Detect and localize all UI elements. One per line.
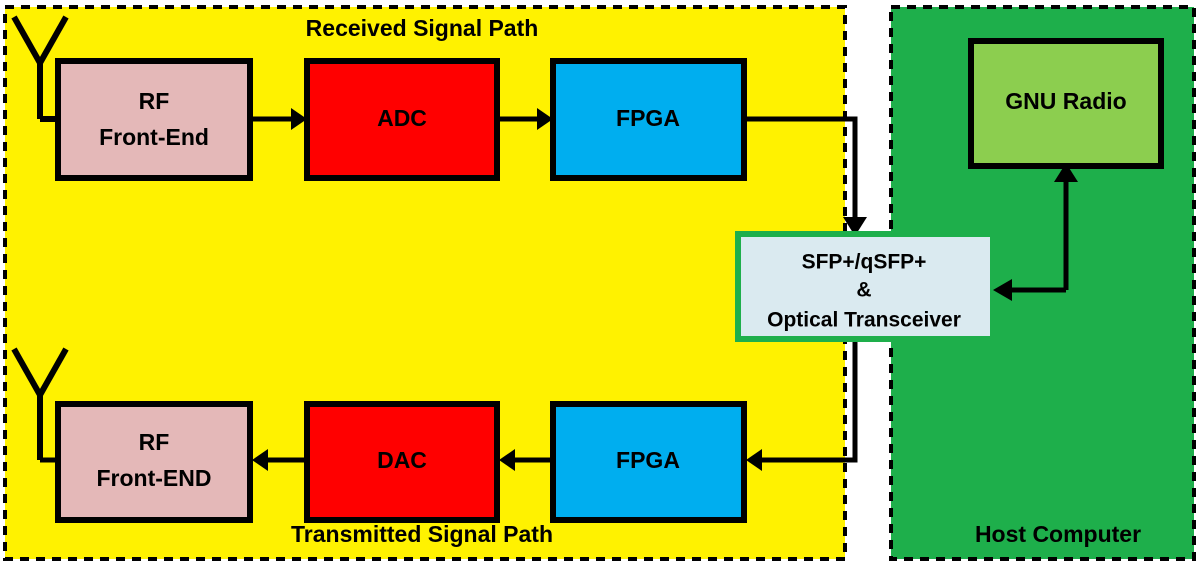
- block-rf-front-end-rx[interactable]: RF Front-End: [55, 58, 253, 181]
- block-fpga-rx[interactable]: FPGA: [550, 58, 747, 181]
- block-sfp-optical-transceiver[interactable]: SFP+/qSFP+ & Optical Transceiver: [735, 231, 996, 342]
- arrow-adc-to-fpga-rx: [497, 108, 553, 130]
- arrow-gnu-radio-to-sfp: [993, 279, 1066, 301]
- block-sfp-line1: SFP+/qSFP+: [802, 251, 927, 274]
- label-host-computer: Host Computer: [975, 521, 1141, 547]
- arrow-sfp-to-fpga-tx: [746, 338, 858, 471]
- arrow-fpga-rx-to-sfp: [744, 116, 867, 236]
- block-dac-label: DAC: [377, 447, 427, 473]
- block-rf-front-end-rx-line2: Front-End: [99, 124, 209, 150]
- arrow-fpga-tx-to-dac: [499, 449, 553, 471]
- block-sfp-line3: Optical Transceiver: [767, 309, 961, 332]
- block-sfp-line2: &: [856, 279, 871, 302]
- label-received-signal-path: Received Signal Path: [306, 15, 539, 41]
- block-adc[interactable]: ADC: [304, 58, 500, 181]
- block-gnu-radio-label: GNU Radio: [1005, 88, 1126, 114]
- block-rf-front-end-tx[interactable]: RF Front-END: [55, 401, 253, 523]
- label-transmitted-signal-path: Transmitted Signal Path: [291, 521, 553, 547]
- arrow-dac-to-rf-front-end-tx: [252, 449, 307, 471]
- antenna-tx-icon: [11, 347, 69, 460]
- block-adc-label: ADC: [377, 105, 427, 131]
- block-fpga-tx[interactable]: FPGA: [550, 401, 747, 523]
- block-rf-front-end-rx-line1: RF: [139, 88, 170, 114]
- block-dac[interactable]: DAC: [304, 401, 500, 523]
- block-rf-front-end-tx-line2: Front-END: [97, 465, 212, 491]
- arrow-sfp-to-gnu-radio: [1054, 163, 1078, 290]
- block-fpga-tx-label: FPGA: [616, 447, 680, 473]
- block-fpga-rx-label: FPGA: [616, 105, 680, 131]
- block-gnu-radio[interactable]: GNU Radio: [968, 38, 1164, 169]
- block-rf-front-end-tx-line1: RF: [139, 429, 170, 455]
- arrow-rf-front-end-to-adc: [250, 108, 307, 130]
